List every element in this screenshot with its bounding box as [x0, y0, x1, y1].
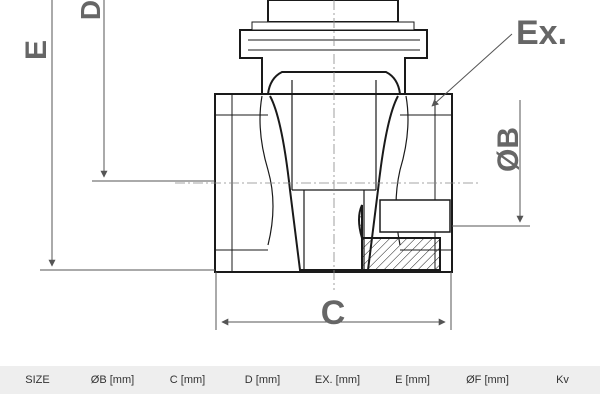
- col-c: C [mm]: [169, 374, 206, 386]
- specs-table-header: SIZE ØB [mm] C [mm] D [mm] EX. [mm] E [m…: [0, 366, 600, 394]
- dimension-lines: [40, 0, 530, 330]
- col-ex: EX. [mm]: [314, 374, 361, 386]
- label-e: E: [20, 40, 53, 60]
- col-d: D [mm]: [244, 374, 281, 386]
- valve-technical-drawing: Ex. ØB C D E: [20, 0, 567, 332]
- label-ex: Ex.: [516, 14, 567, 52]
- col-kv: Kv: [556, 374, 569, 386]
- col-diameter-f: ØF [mm]: [466, 374, 509, 386]
- center-lines: [175, 0, 480, 290]
- hatched-section: [358, 199, 451, 271]
- label-diameter-b: ØB: [492, 127, 525, 172]
- col-e: E [mm]: [395, 374, 430, 386]
- col-diameter-b: ØB [mm]: [90, 374, 135, 386]
- label-d: D: [75, 0, 106, 20]
- valve-bonnet: [239, 0, 428, 95]
- col-size: SIZE: [25, 374, 50, 386]
- label-c: C: [321, 294, 346, 332]
